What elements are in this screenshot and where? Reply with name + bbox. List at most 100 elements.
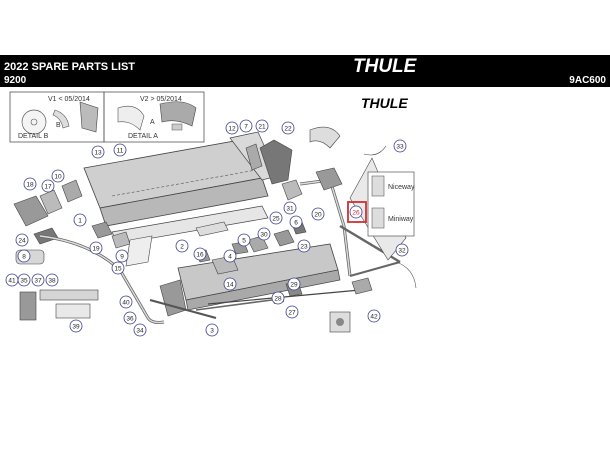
part-number-38: 38 <box>48 277 56 284</box>
part-number-25: 25 <box>272 215 280 222</box>
part-number-28: 28 <box>274 295 282 302</box>
callout-circle-34 <box>133 323 147 337</box>
callout-circle-32 <box>395 243 409 257</box>
part-number-12: 12 <box>228 125 236 132</box>
highlight-part-26 <box>347 201 367 223</box>
part-number-8: 8 <box>22 253 26 260</box>
callout-circle-28 <box>271 291 285 305</box>
part-number-14: 14 <box>226 281 234 288</box>
callout-circle-6 <box>289 215 303 229</box>
part-number-23: 23 <box>300 243 308 250</box>
part-number-7: 7 <box>244 123 248 130</box>
part-number-18: 18 <box>26 181 34 188</box>
niceway-label: Niceway <box>388 184 415 191</box>
spare-parts-title: 2022 SPARE PARTS LIST <box>4 61 136 73</box>
callout-circle-24 <box>15 233 29 247</box>
part-number-33: 33 <box>396 143 404 150</box>
part-number-16: 16 <box>196 251 204 258</box>
callout-circle-25 <box>269 211 283 225</box>
part-number-22: 22 <box>284 125 292 132</box>
header-banner <box>0 55 610 87</box>
callout-circle-19 <box>89 241 103 255</box>
callout-circle-39 <box>69 319 83 333</box>
thule-logo: THULE <box>361 95 408 111</box>
callout-circle-15 <box>111 261 125 275</box>
part-number-31: 31 <box>286 205 294 212</box>
part-number-4: 4 <box>228 253 232 260</box>
front-bar <box>159 243 341 317</box>
part-number-37: 37 <box>34 277 42 284</box>
part-number-17: 17 <box>44 183 52 190</box>
callout-circle-7 <box>239 119 253 133</box>
article-code: 9AC600 <box>569 75 606 86</box>
niceway-miniway-panel: Niceway Miniway <box>367 171 415 237</box>
callout-circle-11 <box>113 143 127 157</box>
callout-circle-37 <box>31 273 45 287</box>
detail-a-drawing: A DETAIL A V2 > 05/2014 <box>117 96 197 140</box>
detail-b-letter: B <box>56 122 61 129</box>
callout-circle-17 <box>41 179 55 193</box>
part-number-11: 11 <box>117 147 124 154</box>
detail-a-version: V2 > 05/2014 <box>140 96 182 103</box>
callout-circle-13 <box>91 145 105 159</box>
detail-a-box <box>103 91 205 143</box>
part-number-6: 6 <box>294 219 298 226</box>
part-number-39: 39 <box>72 323 80 330</box>
part-number-34: 34 <box>136 327 144 334</box>
detail-b-caption: DETAIL B <box>18 133 49 140</box>
part-number-13: 13 <box>94 149 102 156</box>
callout-circle-38 <box>45 273 59 287</box>
part-number-21: 21 <box>258 123 266 130</box>
callout-circle-2 <box>175 239 189 253</box>
callout-circle-4 <box>223 249 237 263</box>
part-number-40: 40 <box>122 299 130 306</box>
callout-circle-23 <box>297 239 311 253</box>
miniway-label: Miniway <box>388 216 414 223</box>
callout-circle-12 <box>225 121 239 135</box>
callout-circle-33 <box>393 139 407 153</box>
callout-circle-16 <box>193 247 207 261</box>
part-number-32: 32 <box>398 247 406 254</box>
callout-circle-27 <box>285 305 299 319</box>
bottom-parts <box>19 261 417 333</box>
part-number-24: 24 <box>18 237 26 244</box>
part-number-35: 35 <box>20 277 28 284</box>
thule-logo-banner: THULE <box>353 56 417 77</box>
callout-circle-14 <box>223 277 237 291</box>
callout-circle-36 <box>123 311 137 325</box>
model-number: 9200 <box>4 75 27 86</box>
callout-circle-42 <box>367 309 381 323</box>
callout-circle-40 <box>119 295 133 309</box>
part-number-19: 19 <box>92 245 100 252</box>
part-number-2: 2 <box>180 243 184 250</box>
callout-circle-22 <box>281 121 295 135</box>
part-number-41: 41 <box>8 277 16 284</box>
part-number-36: 36 <box>126 315 134 322</box>
detail-a-caption: DETAIL A <box>128 133 158 140</box>
callout-circle-3 <box>205 323 219 337</box>
part-number-1: 1 <box>78 217 82 224</box>
callout-circle-8 <box>17 249 31 263</box>
part-number-42: 42 <box>370 313 378 320</box>
part-number-10: 10 <box>54 173 62 180</box>
callout-circle-9 <box>115 249 129 263</box>
cassette-body <box>83 131 279 227</box>
part-number-5: 5 <box>242 237 246 244</box>
part-number-9: 9 <box>120 253 124 260</box>
callout-circle-21 <box>255 119 269 133</box>
part-number-27: 27 <box>288 309 296 316</box>
callout-circle-29 <box>287 277 301 291</box>
part-number-3: 3 <box>210 327 214 334</box>
callout-circle-1 <box>73 213 87 227</box>
part-number-30: 30 <box>260 231 268 238</box>
part-number-15: 15 <box>114 265 122 272</box>
callout-circle-5 <box>237 233 251 247</box>
callout-circle-10 <box>51 169 65 183</box>
detail-b-version: V1 < 05/2014 <box>48 96 90 103</box>
detail-b-drawing: B DETAIL B V1 < 05/2014 <box>18 96 99 140</box>
callout-circle-30 <box>257 227 271 241</box>
part-number-26: 26 <box>352 209 360 216</box>
detail-a-letter: A <box>150 119 155 126</box>
